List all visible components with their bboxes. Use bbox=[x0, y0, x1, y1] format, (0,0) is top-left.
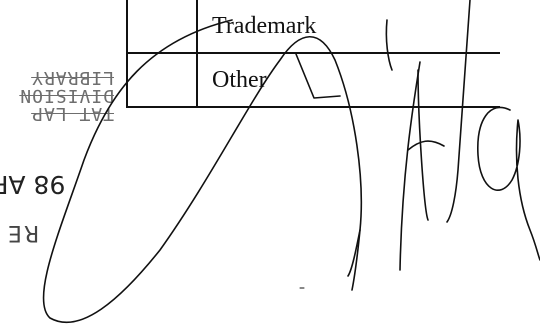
table-row: Other bbox=[126, 52, 500, 108]
row-label-other: Other bbox=[196, 52, 500, 108]
stamp-line-1: TAT LAP bbox=[31, 103, 114, 124]
table-row: Trademark bbox=[126, 0, 500, 54]
received-stamp: TAT LAP DIVISION LIBRARY bbox=[19, 67, 114, 124]
checkbox-cell-trademark[interactable] bbox=[126, 0, 198, 54]
stamp-line-3: LIBRARY bbox=[31, 67, 114, 88]
row-label-trademark: Trademark bbox=[196, 0, 500, 54]
form-checkbox-table: Trademark Other bbox=[126, 0, 500, 108]
stamp-initials: RE bbox=[6, 220, 40, 245]
stamp-line-2: DIVISION bbox=[19, 85, 114, 106]
stamp-date: 98 APR bbox=[0, 170, 66, 199]
checkbox-cell-other[interactable] bbox=[126, 52, 198, 108]
